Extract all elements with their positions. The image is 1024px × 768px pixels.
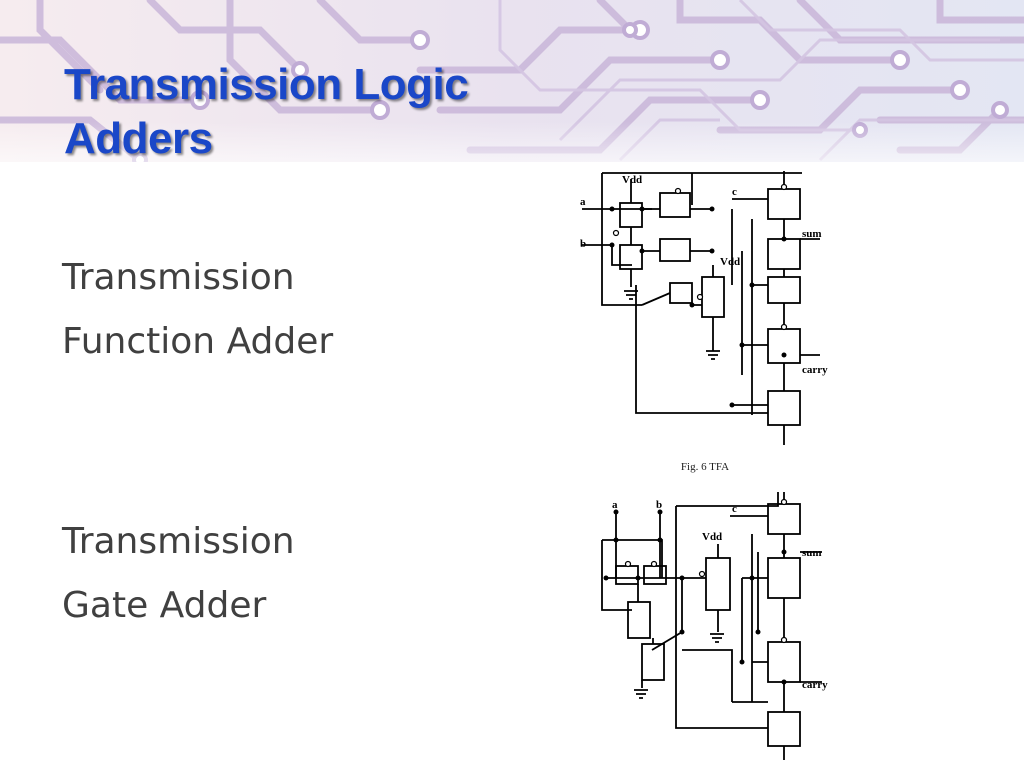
tfa-label-sum: sum: [802, 228, 822, 240]
body-text-transmission-function-adder: Transmission Function Adder: [62, 246, 333, 374]
circuit-board-banner: [0, 0, 1024, 162]
item-1-line-2: Function Adder: [62, 321, 334, 362]
tfa-label-carry: carry: [802, 364, 828, 376]
tfa-label-b: b: [580, 238, 586, 250]
slide-title: Transmission Logic Adders: [64, 58, 469, 166]
tfa-label-vdd-mid: Vdd: [720, 256, 740, 268]
title-line-2: Adders: [64, 114, 213, 163]
item-1-line-1: Transmission: [62, 257, 295, 298]
tga-label-a: a: [612, 499, 618, 511]
item-2-line-2: Gate Adder: [62, 585, 267, 626]
tga-label-vdd: Vdd: [702, 531, 722, 543]
tfa-circuit-diagram: Vdd a b Vdd c sum carry: [580, 171, 828, 445]
tga-label-b: b: [656, 499, 662, 511]
item-2-line-1: Transmission: [62, 521, 295, 562]
tfa-label-c: c: [732, 186, 737, 198]
title-line-1: Transmission Logic: [64, 60, 469, 109]
tfa-label-a: a: [580, 196, 586, 208]
banner-artwork: [0, 0, 1024, 162]
tga-label-carry: carry: [802, 679, 828, 691]
tfa-label-vdd-top: Vdd: [622, 174, 642, 186]
figure-caption: Fig. 6 TFA: [680, 461, 730, 473]
tga-label-sum: sum: [802, 547, 822, 559]
tga-label-c: c: [732, 503, 737, 515]
tga-circuit-diagram: a b Vdd c sum carry: [601, 492, 828, 760]
body-text-transmission-gate-adder: Transmission Gate Adder: [62, 510, 295, 638]
